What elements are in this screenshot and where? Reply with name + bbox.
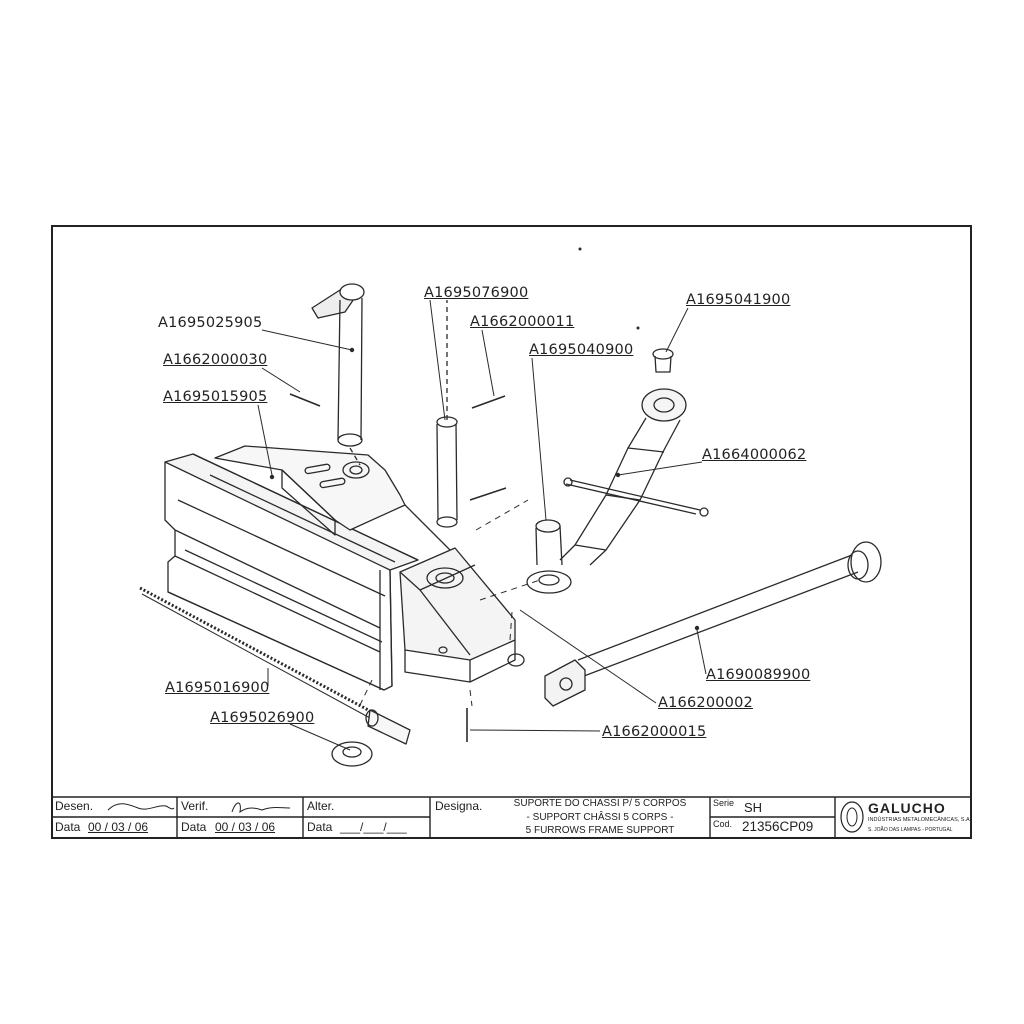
verif-date: 00 / 03 / 06 bbox=[215, 820, 276, 834]
part-label-a1664000062: A1664000062 bbox=[702, 447, 807, 463]
alter-label: Alter. bbox=[307, 799, 335, 813]
part-label-a1695016900: A1695016900 bbox=[165, 680, 270, 696]
part-label-a1695015905: A1695015905 bbox=[163, 389, 268, 405]
title-block-grid bbox=[52, 796, 971, 838]
part-label-a1690089900: A1690089900 bbox=[706, 667, 811, 683]
drawing-border bbox=[51, 225, 972, 839]
verif-data-label: Data bbox=[181, 820, 207, 834]
cod-value: 21356CP09 bbox=[742, 819, 814, 834]
company-name: GALUCHO bbox=[868, 800, 946, 816]
part-label-a1662000030: A1662000030 bbox=[163, 352, 268, 368]
cod-label: Cod. bbox=[713, 819, 733, 829]
leader-dots bbox=[269, 247, 700, 631]
desen-signature bbox=[107, 803, 175, 811]
turnbuckle bbox=[559, 388, 709, 566]
support-plate bbox=[214, 445, 471, 571]
axle bbox=[507, 541, 882, 707]
frame-beam bbox=[164, 453, 419, 691]
part-label-a1695076900: A1695076900 bbox=[424, 285, 529, 301]
title-en: 5 FURROWS FRAME SUPPORT bbox=[525, 825, 675, 836]
assembly-lines bbox=[359, 499, 541, 707]
threaded-rod bbox=[139, 586, 411, 745]
company-subtitle: INDÚSTRIAS METALOMECÂNICAS, S.A. bbox=[868, 817, 972, 823]
verif-label: Verif. bbox=[181, 799, 209, 813]
support-bracket bbox=[399, 547, 516, 683]
desen-label: Desen. bbox=[55, 799, 94, 813]
part-label-a166200002: A166200002 bbox=[658, 695, 753, 711]
part-label-a1695025905: A1695025905 bbox=[158, 315, 263, 331]
cap bbox=[652, 348, 674, 373]
washer bbox=[331, 741, 373, 767]
part-label-a1695026900: A1695026900 bbox=[210, 710, 315, 726]
part-label-a1695041900: A1695041900 bbox=[686, 292, 791, 308]
company-address: S. JOÃO DAS LAMPAS - PORTUGAL bbox=[868, 827, 953, 833]
linch-pins bbox=[289, 393, 507, 742]
part-label-a1662000015: A1662000015 bbox=[602, 724, 707, 740]
designa-label: Designa. bbox=[435, 799, 483, 813]
leader-lines bbox=[257, 299, 707, 751]
bush bbox=[526, 519, 572, 594]
alter-date: ___/___/___ bbox=[340, 820, 407, 834]
pin-76900 bbox=[436, 300, 458, 528]
part-label-a1662000011: A1662000011 bbox=[470, 314, 575, 330]
alter-data-label: Data bbox=[307, 820, 333, 834]
serie-value: SH bbox=[744, 800, 763, 815]
desen-date: 00 / 03 / 06 bbox=[88, 820, 149, 834]
serie-label: Serie bbox=[713, 798, 735, 808]
title-pt: SUPORTE DO CHASSI P/ 5 CORPOS bbox=[513, 798, 687, 809]
company-emblem bbox=[840, 801, 864, 833]
part-label-a1695040900: A1695040900 bbox=[529, 342, 634, 358]
exploded-view-drawing bbox=[139, 247, 882, 767]
verif-signature bbox=[231, 802, 291, 814]
pin-with-lever bbox=[311, 283, 365, 466]
title-fr: - SUPPORT CHÂSSI 5 CORPS - bbox=[526, 812, 674, 823]
desen-data-label: Data bbox=[55, 820, 81, 834]
